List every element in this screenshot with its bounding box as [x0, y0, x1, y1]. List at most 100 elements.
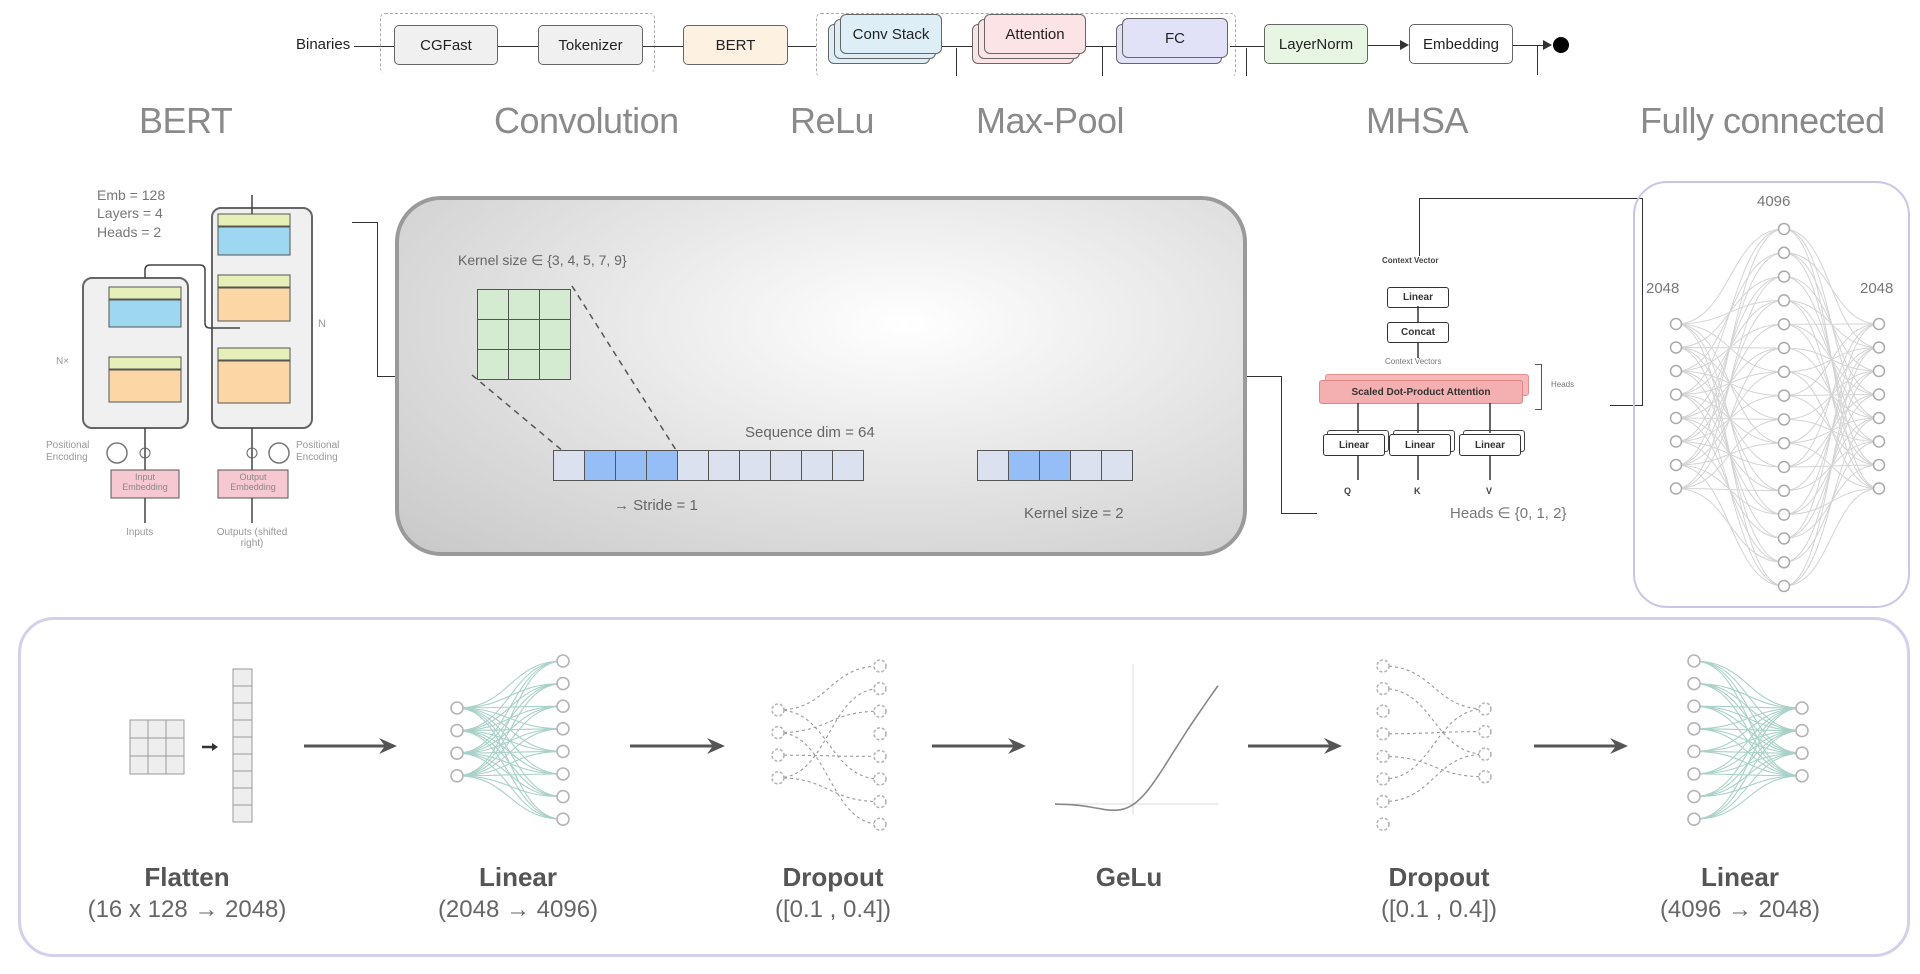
- step-name-linear-1: Linear: [478, 862, 558, 892]
- encoder-add-norm-2: [108, 356, 182, 370]
- fc-node: [1872, 435, 1886, 448]
- fc-node: [1872, 458, 1886, 472]
- fc-node: [1777, 532, 1791, 545]
- kernel-size-label: Kernel size ∈ {3, 4, 5, 7, 9}: [458, 252, 627, 268]
- step-name-gelu: GeLu: [1095, 862, 1163, 892]
- section-title-convolution: Convolution: [494, 100, 679, 141]
- fc-middle-label: 4096: [1757, 193, 1791, 210]
- encoder-pos-enc-label: Positional Encoding: [46, 440, 90, 463]
- fully-connected-panel: [1633, 181, 1910, 608]
- head-edge: [1693, 705, 1803, 709]
- head-node: [1376, 659, 1390, 673]
- sequence-cell: [553, 450, 585, 481]
- output-embedding: [217, 469, 289, 499]
- connector: [1281, 513, 1317, 514]
- head-edge: [456, 660, 564, 732]
- head-edge: [1693, 683, 1803, 709]
- flatten-grid-cell: [129, 719, 149, 739]
- head-edge: [777, 777, 881, 803]
- fc-edge: [1783, 252, 1880, 325]
- kernel-cell: [539, 349, 571, 380]
- context-vectors-label: Context Vectors: [1385, 357, 1442, 366]
- encoder-add-norm-1: [108, 286, 182, 300]
- fc-node: [1777, 484, 1791, 498]
- mhsa-input-k: K: [1414, 486, 1421, 496]
- encoder-mha: [108, 369, 182, 403]
- connector: [942, 46, 976, 47]
- fc-node: [1872, 411, 1886, 425]
- flatten-vector-cell: [232, 770, 253, 789]
- pipeline-box-fc: FC: [1116, 18, 1232, 66]
- connector: [1610, 405, 1643, 406]
- flow-arrow-head: [379, 738, 397, 754]
- fc-node: [1777, 413, 1791, 426]
- heads-bracket-label: Heads: [1551, 380, 1575, 389]
- head-node: [556, 654, 570, 668]
- heads-bracket: [1535, 364, 1542, 410]
- output-dot: [1553, 37, 1569, 53]
- head-edge: [1382, 708, 1486, 780]
- head-node: [1376, 704, 1390, 718]
- head-node: [771, 748, 785, 762]
- sequence-cell: [739, 450, 771, 481]
- step-sub-flatten: (16 x 128 → 2048): [87, 896, 287, 923]
- flatten-grid-cell: [129, 737, 149, 757]
- head-node: [1795, 746, 1809, 760]
- flatten-grid-cell: [165, 719, 185, 739]
- fc-right-label: 2048: [1860, 280, 1894, 297]
- decoder-repeat-label: N: [318, 318, 326, 330]
- sequence-cell: [708, 450, 740, 481]
- fc-node: [1777, 579, 1791, 593]
- decoder-masked-mha: [217, 360, 291, 404]
- flatten-grid-cell: [147, 737, 167, 757]
- head-node: [873, 817, 887, 831]
- head-node: [556, 789, 570, 804]
- head-node: [873, 704, 887, 718]
- fc-edge: [1675, 228, 1785, 466]
- fc-edge: [1675, 228, 1785, 325]
- head-node: [1376, 727, 1390, 741]
- arrow-connector: [1513, 45, 1545, 46]
- flatten-vector-cell: [232, 685, 253, 704]
- head-edge: [456, 775, 564, 798]
- pool-cell: [1101, 450, 1133, 481]
- head-node: [1376, 681, 1390, 696]
- connector: [377, 222, 378, 377]
- fc-edge: [1783, 323, 1880, 539]
- head-node: [1687, 744, 1701, 759]
- head-edge: [1693, 707, 1803, 820]
- flow-arrow-head: [1610, 738, 1628, 754]
- classification-head-panel: [18, 617, 1910, 957]
- pool-cell: [1008, 450, 1040, 481]
- sequence-cell: [832, 450, 864, 481]
- connector: [1642, 198, 1643, 406]
- decoder-pos-enc-label: Positional Encoding: [296, 440, 340, 463]
- model-group: [816, 13, 1236, 77]
- head-edge: [456, 660, 564, 754]
- head-edge: [456, 773, 564, 777]
- skip-connector: [1537, 45, 1538, 75]
- head-node: [1376, 772, 1390, 786]
- kernel-cell: [539, 289, 571, 320]
- pool-cell: [977, 450, 1009, 481]
- outputs-label: Outputs (shifted right): [216, 527, 288, 549]
- fc-edge: [1783, 323, 1880, 397]
- pipeline-box-tokenizer: Tokenizer: [538, 25, 643, 65]
- head-node: [1376, 794, 1390, 809]
- input-embedding-label: Input Embedding: [122, 472, 168, 492]
- section-title-fully-connected: Fully connected: [1640, 100, 1885, 141]
- step-sub-dropout-1: ([0.1 , 0.4]): [774, 896, 892, 923]
- mhsa-input-q: Q: [1344, 486, 1352, 496]
- flatten-grid-cell: [147, 719, 167, 739]
- pool-cell: [1070, 450, 1102, 481]
- input-embedding: [110, 469, 180, 499]
- inputs-label: Inputs: [126, 527, 154, 538]
- flatten-vector-cell: [232, 719, 253, 738]
- step-name-linear-2: Linear: [1700, 862, 1780, 892]
- decoder-add-norm-1: [217, 213, 291, 227]
- head-node: [1795, 701, 1809, 715]
- fc-node: [1777, 222, 1791, 236]
- flatten-grid-cell: [165, 755, 185, 775]
- section-title-maxpool: Max-Pool: [976, 100, 1125, 141]
- fc-node: [1777, 341, 1791, 355]
